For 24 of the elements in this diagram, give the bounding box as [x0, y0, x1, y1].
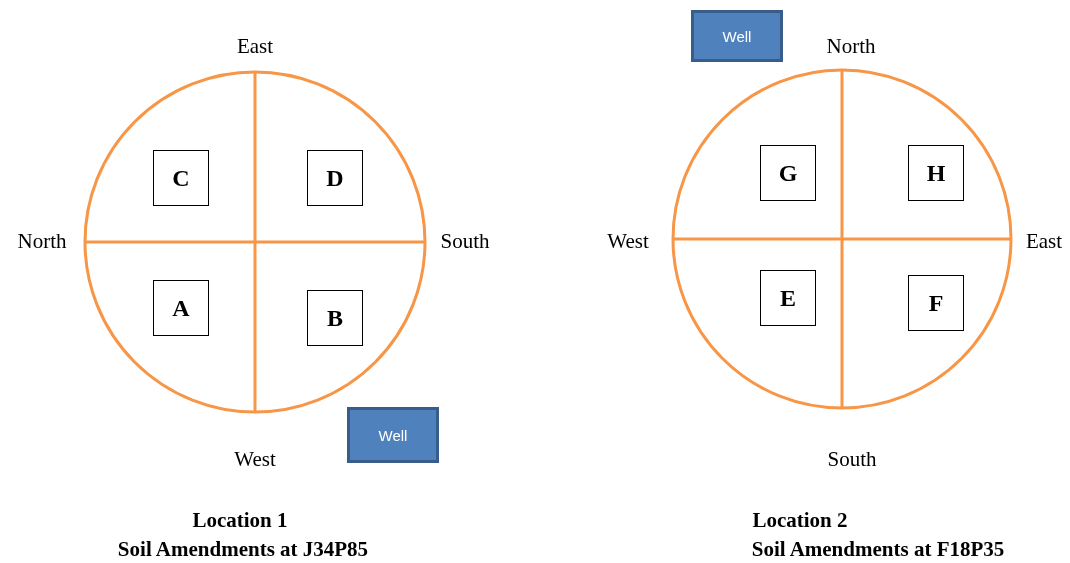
plot-box: G	[760, 145, 816, 201]
plot-box: D	[307, 150, 363, 206]
plot-box: A	[153, 280, 209, 336]
direction-label: East	[1025, 228, 1063, 254]
location-title: Location 1	[192, 507, 288, 533]
direction-label: West	[234, 446, 276, 472]
plot-box: E	[760, 270, 816, 326]
direction-label: South	[827, 446, 877, 472]
direction-label: North	[17, 228, 67, 254]
plot-box: C	[153, 150, 209, 206]
plot-box: B	[307, 290, 363, 346]
well-box: Well	[691, 10, 783, 62]
plot-box: H	[908, 145, 964, 201]
quartered-field-drawing	[83, 70, 427, 414]
direction-label: East	[236, 33, 274, 59]
well-box: Well	[347, 407, 439, 463]
direction-label: West	[607, 228, 649, 254]
location-title: Location 2	[752, 507, 848, 533]
location-subtitle: Soil Amendments at J34P85	[117, 536, 369, 562]
direction-label: North	[826, 33, 876, 59]
quartered-field-drawing	[671, 68, 1013, 410]
direction-label: South	[440, 228, 490, 254]
plot-box: F	[908, 275, 964, 331]
location-subtitle: Soil Amendments at F18P35	[751, 536, 1005, 562]
